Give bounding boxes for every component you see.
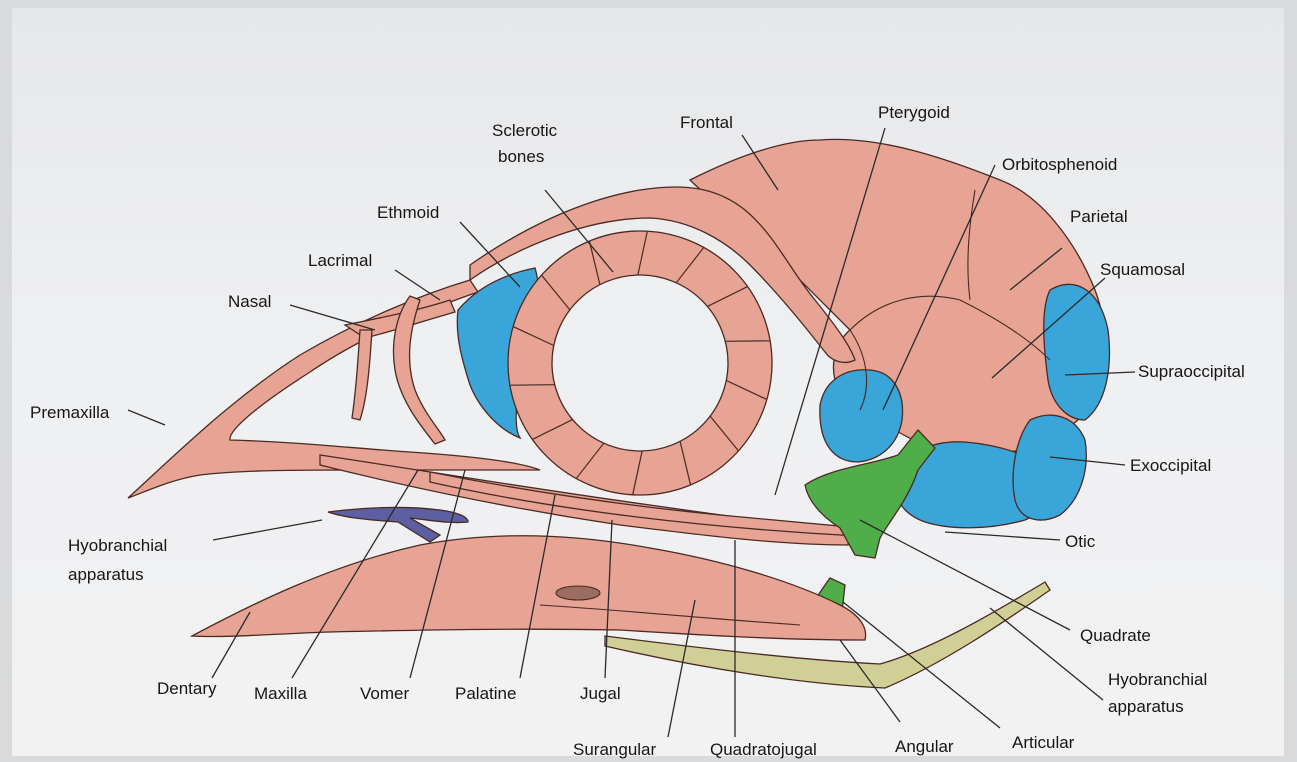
label-quadrate: Quadrate	[1080, 626, 1151, 645]
label-sclerotic-bones: bones	[498, 147, 544, 166]
label-hyobranchial-right: Hyobranchial	[1108, 670, 1207, 689]
label-otic: Otic	[1065, 532, 1096, 551]
label-vomer: Vomer	[360, 684, 409, 703]
label-dentary: Dentary	[157, 679, 217, 698]
label-exoccipital: Exoccipital	[1130, 456, 1211, 475]
label-frontal: Frontal	[680, 113, 733, 132]
label-apparatus-right: apparatus	[1108, 697, 1184, 716]
label-orbitosphenoid: Orbitosphenoid	[1002, 155, 1117, 174]
label-palatine: Palatine	[455, 684, 516, 703]
label-supraoccipital: Supraoccipital	[1138, 362, 1245, 381]
label-sclerotic: Sclerotic	[492, 121, 558, 140]
label-ethmoid: Ethmoid	[377, 203, 439, 222]
label-premaxilla: Premaxilla	[30, 403, 110, 422]
mandible-foramen	[556, 586, 600, 600]
label-squamosal: Squamosal	[1100, 260, 1185, 279]
dentary-shape	[192, 536, 866, 640]
label-articular: Articular	[1012, 733, 1075, 752]
label-pterygoid: Pterygoid	[878, 103, 950, 122]
sclerotic-plate-suture	[510, 385, 555, 386]
label-quadratojugal: Quadratojugal	[710, 740, 817, 759]
label-apparatus-left: apparatus	[68, 565, 144, 584]
label-parietal: Parietal	[1070, 207, 1128, 226]
label-maxilla: Maxilla	[254, 684, 307, 703]
label-jugal: Jugal	[580, 684, 621, 703]
orbitosphenoid-shape	[820, 370, 903, 462]
exoccipital-shape	[1013, 415, 1086, 520]
label-angular: Angular	[895, 737, 954, 756]
sclerotic-plate-suture	[725, 341, 770, 342]
label-nasal: Nasal	[228, 292, 271, 311]
label-hyobranchial-left: Hyobranchial	[68, 536, 167, 555]
sclerotic-ring	[508, 231, 772, 495]
label-lacrimal: Lacrimal	[308, 251, 372, 270]
label-surangular: Surangular	[573, 740, 657, 759]
